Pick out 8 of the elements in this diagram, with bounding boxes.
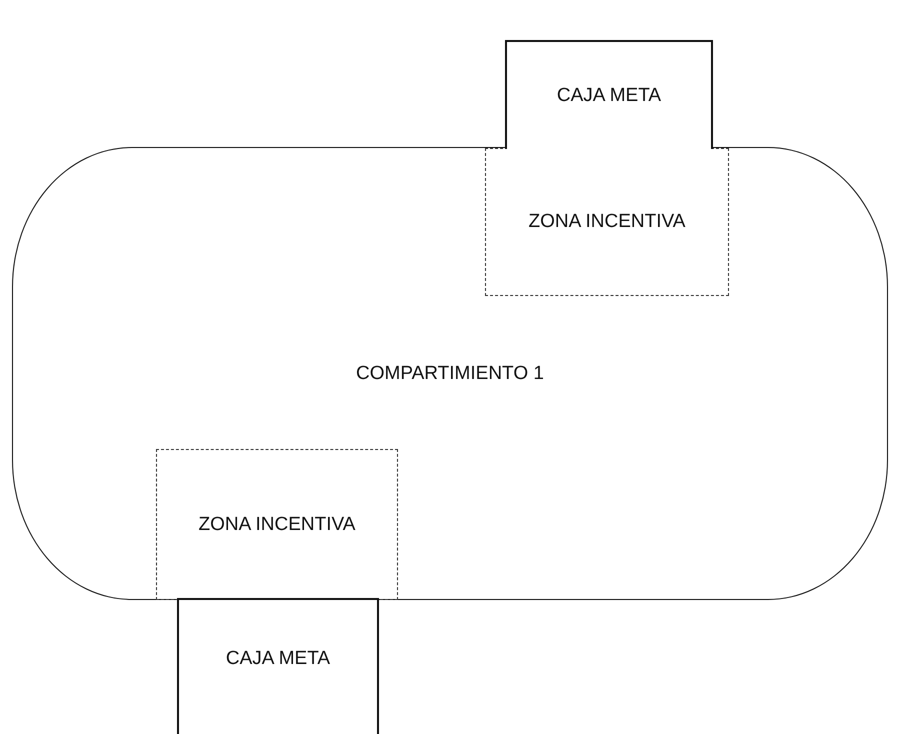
box-label: COMPARTIMIENTO 1 (356, 362, 544, 386)
box-label: ZONA INCENTIVA (528, 210, 686, 234)
box-label: CAJA META (556, 84, 662, 108)
box-label: ZONA INCENTIVA (198, 512, 356, 537)
compartment-area (12, 147, 888, 600)
box-label: CAJA META (226, 647, 330, 672)
goal-box (177, 598, 379, 734)
goal-box (505, 40, 713, 149)
